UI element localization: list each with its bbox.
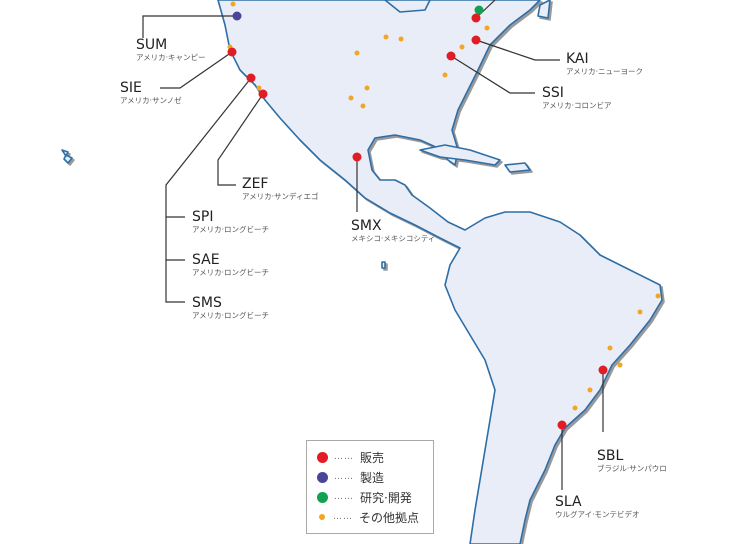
orange-dot-icon [319,514,325,520]
site-code: SUM [136,37,168,53]
hispaniola [504,162,531,173]
sales-site-marker [598,365,608,375]
red-dot-icon [317,451,328,463]
green-dot-icon [317,491,328,503]
other-site-marker [572,405,578,411]
site-place: アメリカ·ニューヨーク [566,67,644,76]
leader-lines [142,0,604,490]
dotted-leader: …… [334,492,354,502]
legend: …… 販売 …… 製造 …… 研究·開発 …… その他拠点 [306,440,434,534]
site-place: アメリカ·キャンピー [136,53,206,62]
other-site-marker [398,36,404,42]
site-markers [227,1,661,430]
legend-item-other: …… その他拠点 [317,507,433,527]
rnd-site-marker [474,5,484,15]
legend-label: その他拠点 [359,510,420,525]
legend-item-rnd: …… 研究·開発 [317,487,433,507]
other-site-marker [655,293,661,299]
cuba [419,144,501,166]
site-place: アメリカ·コロンビア [542,101,612,110]
other-site-marker [364,85,370,91]
site-place: メキシコ·メキシコシティ [351,234,436,243]
newfoundland [537,0,551,19]
other-site-marker [587,387,593,393]
island [384,0,431,13]
site-code: ZEF [242,176,269,192]
americas-landmass [217,0,663,544]
dotted-leader: …… [333,512,353,522]
legend-label: 販売 [360,450,385,465]
sales-site-marker [227,47,237,57]
other-site-marker [360,103,366,109]
other-site-marker [230,1,236,7]
legend-item-manufacturing: …… 製造 [317,467,433,487]
leader-line-sms [165,77,252,303]
other-site-marker [459,44,465,50]
other-site-marker [256,85,262,91]
site-place: アメリカ·ロングビーチ [192,268,270,277]
other-site-marker [637,309,643,315]
leader-line-kai [475,39,560,61]
leader-line-ssi [450,55,535,94]
leader-line-sie [160,51,233,89]
dotted-leader: …… [334,472,354,482]
other-site-marker [383,34,389,40]
island-small [381,261,386,269]
site-code: SIE [120,80,142,96]
leader-line-sum [142,15,237,38]
leader-line-zef [217,93,264,186]
sales-site-marker [246,73,256,83]
manufacturing-site-marker [232,11,242,21]
sales-site-marker [471,35,481,45]
blue-dot-icon [317,471,328,483]
other-site-marker [348,95,354,101]
site-code: KAI [566,51,589,67]
site-code: SMS [192,295,222,311]
legend-label: 製造 [360,470,385,485]
site-place: アメリカ·ロングビーチ [192,311,270,320]
site-code: SAE [192,252,220,268]
sales-site-marker [258,89,268,99]
site-code: SBL [597,448,624,464]
sales-site-marker [557,420,567,430]
site-place: ウルグアイ·モンテビデオ [555,510,640,519]
site-place: ブラジル·サンパウロ [597,464,667,473]
site-place: アメリカ·ロングビーチ [192,225,270,234]
other-site-marker [484,25,490,31]
other-site-marker [617,362,623,368]
site-code: SLA [555,494,582,510]
legend-item-sales: …… 販売 [317,447,433,467]
site-place: アメリカ·サンノゼ [120,96,182,105]
site-code: SPI [192,209,214,225]
other-site-marker [442,72,448,78]
site-code: SMX [351,218,382,234]
other-site-marker [607,345,613,351]
other-site-marker [354,50,360,56]
site-code: SSI [542,85,564,101]
sales-site-marker [352,152,362,162]
dotted-leader: …… [334,452,354,462]
sales-site-marker [446,51,456,61]
hawaii [61,149,73,164]
sales-site-marker [471,13,481,23]
legend-label: 研究·開発 [360,490,412,505]
site-place: アメリカ·サンディエゴ [242,192,319,201]
